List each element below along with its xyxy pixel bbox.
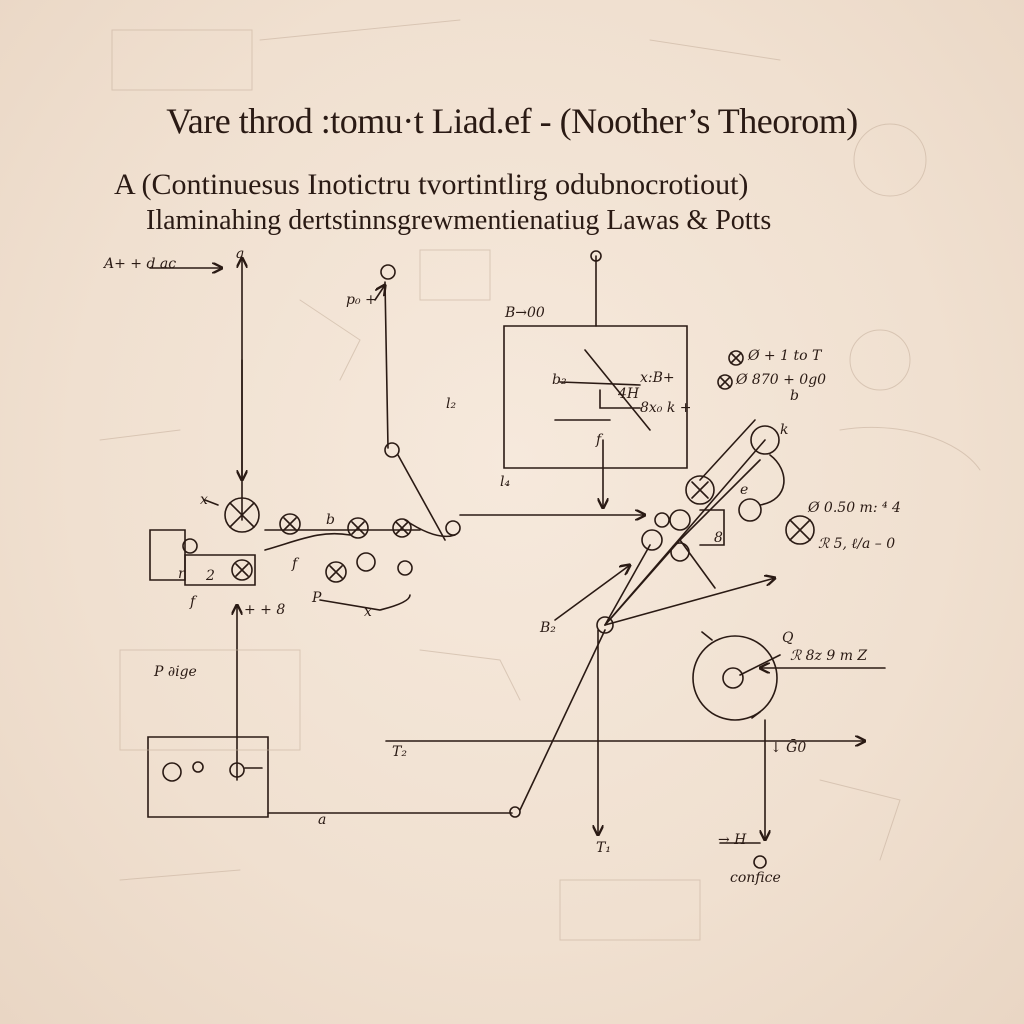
annotation-r1: Ø + 1 to T: [748, 348, 822, 364]
annotation-a-top: a: [236, 246, 245, 262]
left-small-box: [185, 555, 255, 585]
annotation-r-small: r: [178, 566, 185, 582]
large-right-circle: [693, 636, 777, 720]
annotation-8: 8: [714, 530, 723, 546]
annotation-b2-mid: B₂: [540, 620, 556, 636]
annotation-b2: b₂: [552, 372, 567, 388]
annotation-box-x: x:B+: [640, 370, 675, 386]
annotation-box-4: 4H: [618, 386, 640, 402]
annotation-b-mid: b: [326, 512, 335, 528]
annotation-box-xk: 8x₀ k +: [640, 400, 692, 416]
annotation-bm: ℛ 8z 9 m Z: [790, 648, 868, 664]
page-title: Vare throd :tomu·t Liad.ef - (Noother’s …: [166, 101, 858, 141]
annotation-pbige: P ∂ige: [154, 664, 197, 680]
annotation-h-low: → H: [718, 832, 747, 848]
annotation-top-left: A+ + d ac: [104, 256, 177, 272]
annotation-l4: l₄: [500, 474, 511, 490]
annotation-t2: T₂: [392, 744, 407, 760]
annotation-r4: Ø 0.50 m: ⁴ 4: [808, 500, 901, 516]
annotation-p: p₀ +: [346, 292, 377, 308]
annotation-confice: confice: [730, 870, 781, 886]
annotation-v: ↓ Ḡ0: [770, 740, 807, 756]
annotation-e: e: [740, 482, 749, 498]
annotation-k: k: [780, 422, 789, 438]
annotation-box: B→00: [505, 305, 545, 321]
annotation-r5: ℛ 5, ℓ/a – 0: [818, 536, 896, 552]
annotation-a-low: a: [318, 812, 327, 828]
lower-left-box: [148, 737, 268, 817]
annotation-p-dot: P: [312, 590, 322, 606]
annotation-n: 2: [206, 568, 215, 584]
annotation-q: Q: [782, 630, 794, 646]
annotation-f: f: [596, 432, 602, 448]
annotation-r3: b: [790, 388, 799, 404]
annotation-x-k: x: [200, 492, 208, 508]
annotation-x8: + + 8: [244, 602, 286, 618]
crossed-circle-1: [225, 498, 259, 532]
subtitle-line-2: Ilaminahing dertstinnsgrewmentienatiug L…: [146, 205, 772, 236]
annotation-x-s: x: [364, 604, 372, 620]
annotation-t-low: T₁: [596, 840, 611, 856]
annotation-l2: l₂: [446, 396, 457, 412]
annotation-r2: Ø 870 + 0g0: [736, 372, 827, 388]
annotation-f-lower: f: [190, 594, 196, 610]
annotation-f-mid: f: [292, 556, 298, 572]
subtitle-line-1: A (Continuesus Inotictru tvortintlirg od…: [114, 168, 749, 201]
